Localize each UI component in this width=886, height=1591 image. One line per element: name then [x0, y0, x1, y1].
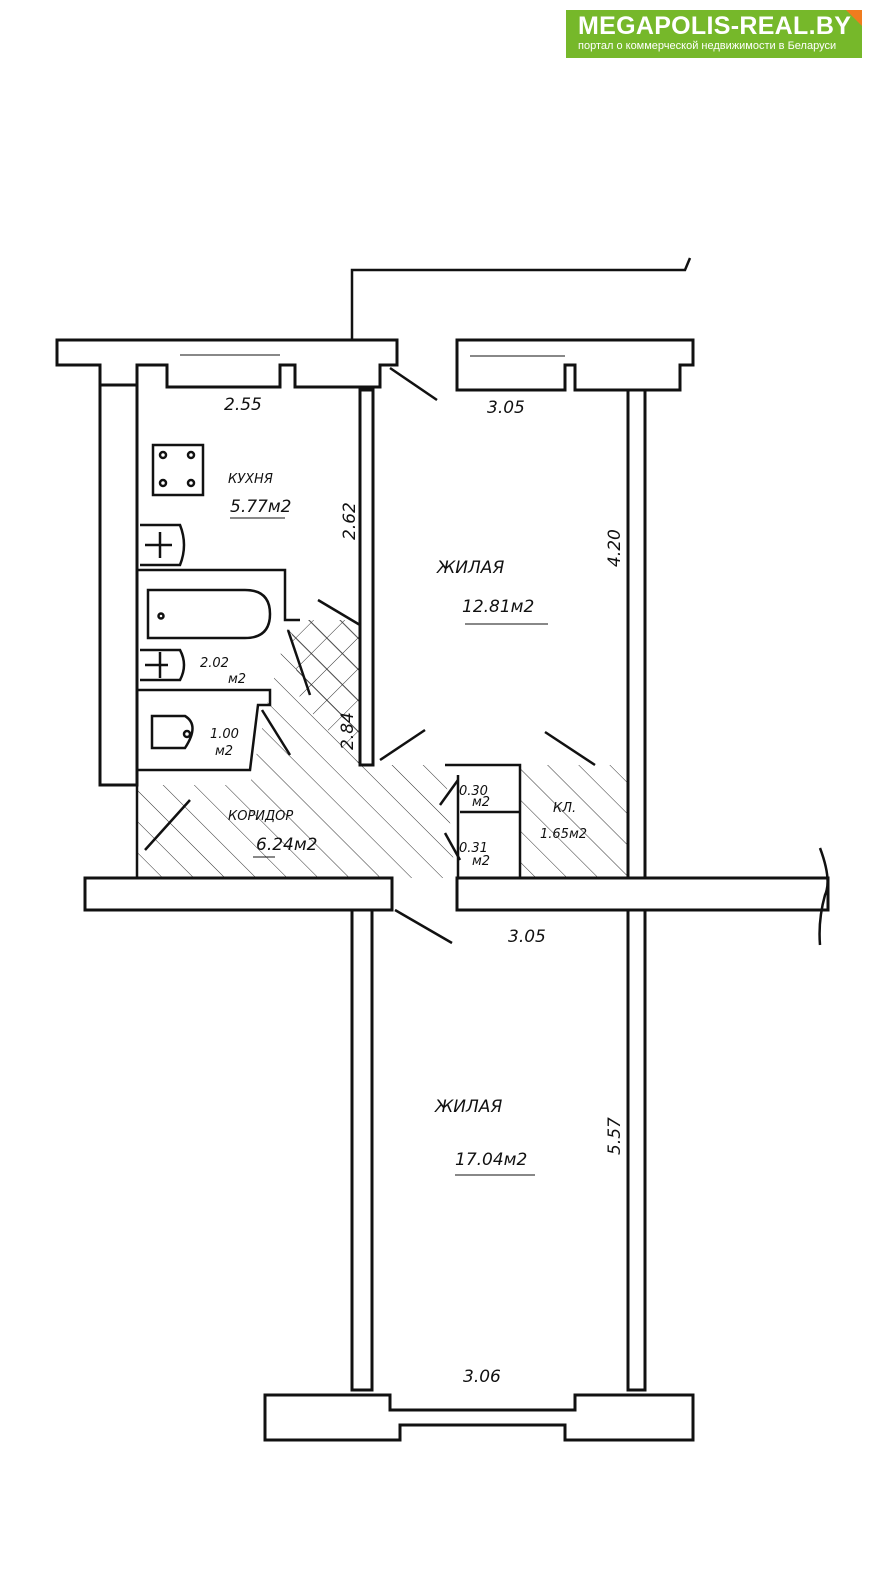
toilet-icon: [150, 714, 194, 750]
pantry-area: 1.65м2: [540, 827, 587, 842]
corridor-crosshatch: [290, 620, 360, 765]
pantry-hatch: [520, 765, 628, 878]
pantry-name: КЛ.: [553, 801, 576, 816]
corridor-name: КОРИДОР: [228, 809, 293, 824]
kitchen-name: КУХНЯ: [228, 472, 273, 487]
dim-corridor-length: 2.84: [338, 712, 358, 750]
wall-bottom-right: [455, 876, 830, 912]
wall-bath: [137, 568, 300, 622]
door-entrance: [144, 799, 191, 851]
wc-unit: м2: [215, 744, 233, 759]
logo-title: MEGAPOLIS-REAL.BY: [578, 12, 852, 40]
dim-living2-length: 5.57: [605, 1117, 625, 1155]
door-bath: [286, 629, 312, 696]
door-pantry: [544, 730, 596, 767]
wall-closets: [445, 763, 522, 878]
door-balcony: [389, 366, 438, 402]
corridor-area: 6.24м2: [256, 835, 318, 855]
dim-living1-width: 3.05: [487, 398, 525, 418]
dim-living2-width-top: 3.05: [508, 927, 546, 947]
wc-area: 1.00: [210, 727, 239, 742]
wall-bottom-corridor: [83, 876, 394, 912]
closet2-unit: м2: [472, 854, 490, 869]
living2-area: 17.04м2: [455, 1150, 527, 1170]
site-logo[interactable]: MEGAPOLIS-REAL.BY портал о коммерческой …: [566, 10, 862, 58]
living1-area: 12.81м2: [462, 597, 534, 617]
door-living2: [394, 908, 453, 945]
wall-wc: [137, 688, 272, 772]
bathtub-icon: [146, 588, 272, 640]
bath-area: 2.02: [200, 656, 229, 671]
logo-subtitle: портал о коммерческой недвижимости в Бел…: [578, 40, 837, 52]
living2-name: ЖИЛАЯ: [434, 1097, 502, 1117]
kitchen-sink-icon: [140, 523, 186, 567]
door-living1: [379, 728, 426, 762]
kitchen-area: 5.77м2: [230, 497, 292, 517]
door-wc: [260, 709, 292, 756]
door-kitchen: [317, 598, 361, 627]
closet1-unit: м2: [472, 795, 490, 810]
logo-corner: [846, 10, 862, 26]
dim-living1-length: 4.20: [605, 529, 625, 567]
balcony-outline: [350, 257, 692, 340]
door-closet2: [443, 832, 462, 861]
dim-kitchen-width: 2.55: [224, 395, 262, 415]
closet2-area: 0.31: [459, 841, 488, 856]
wall-living2-left: [350, 908, 374, 1392]
wall-top-living1: [455, 338, 695, 392]
stove-burners-icon: [158, 450, 196, 488]
wall-top-kitchen: [55, 338, 399, 389]
dim-living2-width-bottom: 3.06: [463, 1367, 501, 1387]
washbasin-icon: [140, 648, 186, 682]
wall-bottom: [263, 1393, 695, 1442]
door-closet1: [438, 779, 460, 806]
closet1-area: 0.30: [459, 784, 488, 799]
break-mark: [818, 847, 829, 946]
living1-name: ЖИЛАЯ: [436, 558, 504, 578]
wall-left: [98, 383, 139, 787]
wall-kitchen-living: [358, 388, 375, 767]
dim-kitchen-length: 2.62: [340, 502, 360, 540]
stove-icon: [151, 443, 205, 497]
corridor-hatch: [137, 620, 455, 878]
bath-unit: м2: [228, 672, 246, 687]
